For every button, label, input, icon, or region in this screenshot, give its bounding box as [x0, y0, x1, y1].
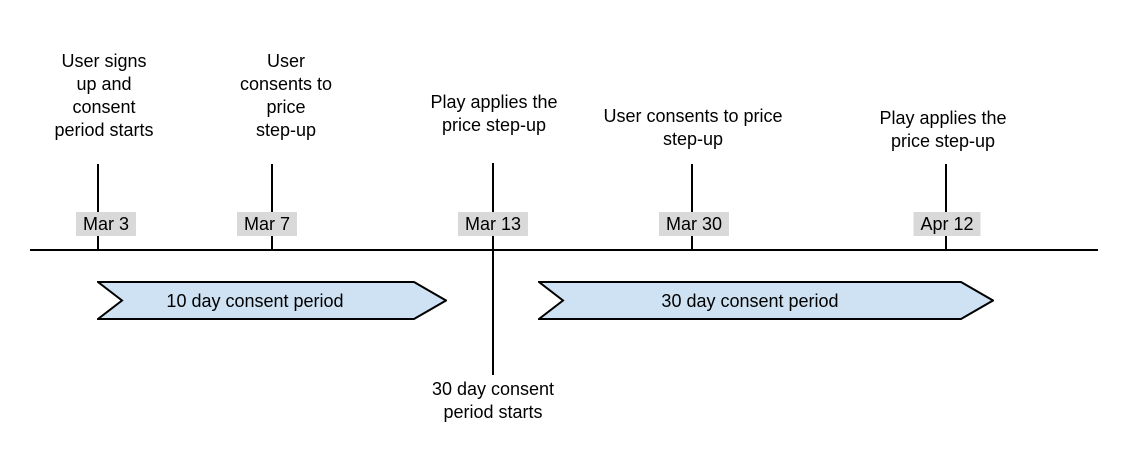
- event-label-user-consents-1: User consents to price step-up: [239, 51, 333, 140]
- date-chip-mar-30: Mar 30: [658, 212, 730, 236]
- chevron-arrow-shape: [97, 281, 447, 320]
- event-label-user-consents-2: User consents to price step-up: [603, 106, 783, 149]
- date-chip-apr-12: Apr 12: [913, 212, 981, 236]
- event-tick-mar-13: [492, 163, 494, 375]
- note-30-day-period-starts: 30 day consent period starts: [431, 379, 555, 422]
- date-chip-mar-3: Mar 3: [75, 212, 137, 236]
- event-tick-apr-12: [945, 164, 947, 250]
- period-label-30-day: 30 day consent period: [661, 291, 839, 311]
- timeline-axis-line: [30, 249, 1098, 251]
- event-label-play-applies-1: Play applies the price step-up: [430, 92, 558, 135]
- event-label-play-applies-2: Play applies the price step-up: [879, 108, 1007, 151]
- event-tick-mar-7: [271, 164, 273, 250]
- period-banner-10-day: [97, 281, 447, 320]
- date-chip-mar-7: Mar 7: [236, 212, 298, 236]
- event-tick-mar-3: [97, 164, 99, 250]
- period-label-10-day: 10 day consent period: [166, 291, 344, 311]
- period-banner-30-day: [538, 281, 994, 320]
- date-chip-mar-13: Mar 13: [457, 212, 529, 236]
- chevron-arrow-shape: [538, 281, 994, 320]
- event-label-user-signs-up: User signs up and consent period starts: [54, 51, 154, 140]
- event-tick-mar-30: [691, 164, 693, 250]
